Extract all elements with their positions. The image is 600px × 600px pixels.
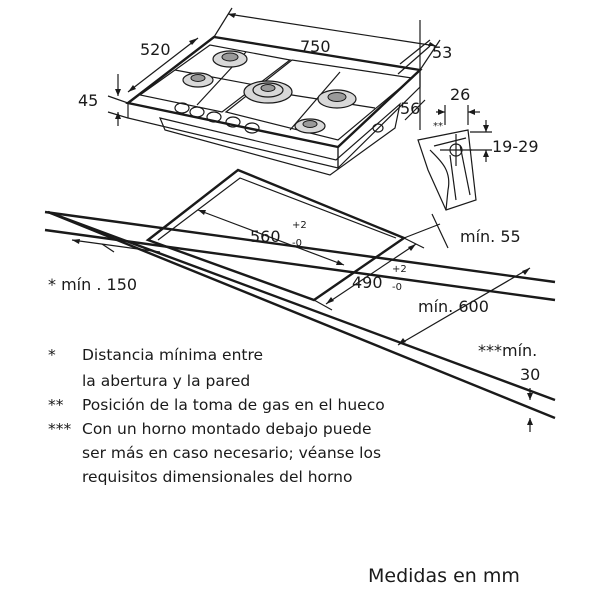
cutout-min-front-value: 30 <box>520 365 540 384</box>
hob-height-label: 45 <box>78 91 98 110</box>
hob-dimensions: 750 520 45 53 56 <box>78 7 452 130</box>
countertop-front-edge <box>47 210 556 420</box>
cutout-depth-label: 490 <box>352 273 383 292</box>
note-1-marker: * <box>48 346 56 364</box>
note-3-line-2: ser más en caso necesario; véanse los <box>82 444 381 462</box>
hob-side-edge <box>337 68 421 170</box>
gas-connection-detail: 26 ** 19-29 <box>417 85 539 211</box>
control-knobs <box>174 102 260 134</box>
cutout-inner-edge <box>157 177 397 241</box>
countertop-front-edge-upper <box>47 210 556 402</box>
gas-offset-label: 26 <box>450 85 470 104</box>
gas-position-marker: ** <box>433 121 443 132</box>
countertop-back-edge <box>44 210 556 284</box>
units-label: Medidas en mm <box>368 565 520 587</box>
hob-body <box>158 102 401 176</box>
gas-range-label: 19-29 <box>492 137 539 156</box>
hob-depth-label: 520 <box>140 40 171 59</box>
note-2-marker: ** <box>48 396 64 414</box>
notes: * Distancia mínima entre la abertura y l… <box>48 346 385 486</box>
knob-1 <box>174 102 190 114</box>
hob-right-depth-label: 56 <box>400 99 420 118</box>
note-3-marker: *** <box>48 420 72 438</box>
gas-connector-stub <box>372 123 384 133</box>
cutout-width-tol-minus: -0 <box>292 238 302 249</box>
knob-5 <box>244 122 260 134</box>
burners <box>182 50 357 134</box>
note-3-line-3: requisitos dimensionales del horno <box>82 468 352 486</box>
hob-width-label: 750 <box>300 37 331 56</box>
knob-2 <box>189 106 205 118</box>
hob-drawing <box>125 35 423 176</box>
cutout-min-back-label: mín. 55 <box>460 227 521 246</box>
note-3-line-1: Con un horno montado debajo puede <box>82 420 372 438</box>
cutout-depth-tol-plus: +2 <box>392 264 407 275</box>
cutout-min-counter-label: mín. 600 <box>418 297 489 316</box>
note-1-line-1: Distancia mínima entre <box>82 346 263 364</box>
cutout-min-side-label: * mín . 150 <box>48 275 137 294</box>
cutout-width-tol-plus: +2 <box>292 220 307 231</box>
cutout-depth-tol-minus: -0 <box>392 282 402 293</box>
knob-4 <box>225 116 241 128</box>
cutout-dimensions: 560 +2 -0 490 +2 -0 mín. 55 * mín . 150 … <box>48 209 540 432</box>
note-2-line-1: Posición de la toma de gas en el hueco <box>82 396 385 414</box>
note-1-line-2: la abertura y la pared <box>82 372 250 390</box>
cutout-width-label: 560 <box>250 227 281 246</box>
hob-right-margin-label: 53 <box>432 43 452 62</box>
cutout-min-front-label: ***mín. <box>478 341 537 360</box>
knob-3 <box>206 111 222 123</box>
